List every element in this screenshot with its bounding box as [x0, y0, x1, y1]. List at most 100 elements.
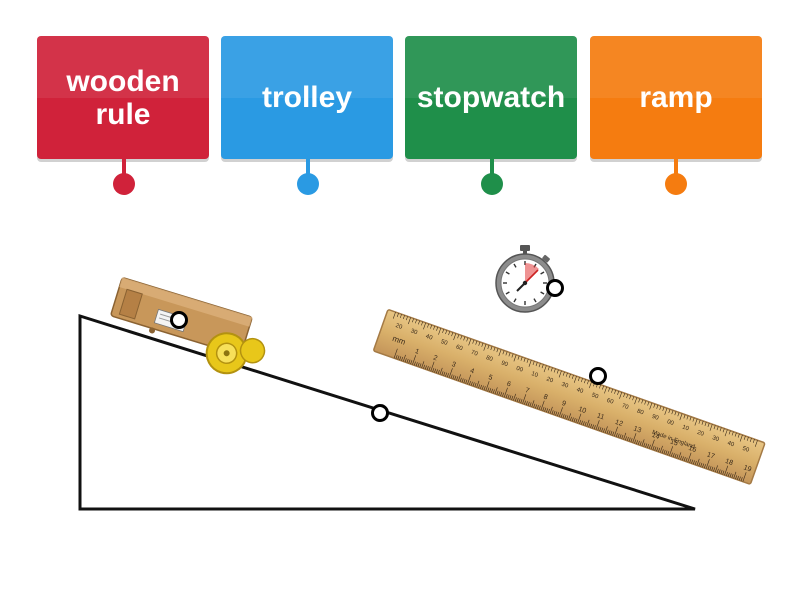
- ruler-tick: [719, 427, 722, 432]
- ruler-tick: [671, 410, 674, 415]
- label-card-trolley[interactable]: trolley: [221, 36, 393, 159]
- ruler-tick: [720, 470, 723, 475]
- drop-point-stopwatch[interactable]: [546, 279, 564, 297]
- ruler-tick: [619, 392, 623, 399]
- ruler-tick: [399, 356, 402, 361]
- ruler-tick: [564, 414, 567, 419]
- ruler-tick: [668, 409, 671, 414]
- connector-trolley: [306, 159, 310, 179]
- ruler-tick: [689, 458, 692, 463]
- ruler-tick: [401, 356, 404, 361]
- ruler-tick: [498, 391, 501, 396]
- ruler-tick: [716, 468, 719, 473]
- ruler-tick: [647, 444, 650, 449]
- drop-point-ramp[interactable]: [371, 404, 389, 422]
- ruler-tick: [505, 351, 508, 356]
- ruler-tick: [555, 411, 558, 416]
- ruler-tick: [679, 413, 683, 421]
- ruler-tick: [419, 363, 422, 368]
- ruler-tick: [752, 439, 755, 444]
- ruler-tick: [547, 408, 550, 413]
- ruler-tick: [551, 410, 554, 415]
- ruler-tick: [516, 397, 519, 402]
- ruler-top-number: 90: [651, 414, 660, 422]
- ruler-tick: [421, 321, 423, 326]
- ruler-tick: [749, 437, 752, 442]
- ruler-tick: [478, 384, 481, 389]
- ruler-tick: [529, 402, 532, 407]
- ruler-tick: [670, 452, 673, 457]
- ruler-tick: [619, 434, 622, 439]
- pin-trolley[interactable]: [297, 173, 319, 195]
- ruler-tick: [426, 366, 429, 370]
- ruler-tick: [621, 434, 624, 439]
- ruler-tick: [573, 376, 577, 383]
- ruler-tick: [685, 457, 688, 462]
- label-card-stopwatch[interactable]: stopwatch: [405, 36, 577, 159]
- dial-tick: [540, 271, 545, 275]
- ruler-tick: [550, 367, 553, 372]
- ruler-tick: [496, 348, 499, 353]
- ruler-tick: [566, 415, 569, 420]
- ruler-top-scale: 2030405060708090001020304050607080900010…: [392, 311, 758, 454]
- ruler-tick: [575, 418, 578, 423]
- ruler-tick: [511, 353, 514, 358]
- ruler-tick: [518, 398, 521, 403]
- ruler-tick: [625, 436, 627, 441]
- pin-wooden-rule[interactable]: [113, 173, 135, 195]
- ruler-top-number: 20: [696, 430, 705, 438]
- ruler-tick: [608, 387, 611, 392]
- ruler-tick: [661, 449, 664, 454]
- ruler-top-number: 20: [395, 323, 404, 331]
- ruler-tick: [743, 435, 746, 440]
- ruler-tick: [737, 433, 740, 438]
- ruler-tick: [677, 412, 680, 417]
- pin-stopwatch[interactable]: [481, 173, 503, 195]
- stopwatch-icon: [495, 245, 555, 313]
- ruler-tick: [742, 472, 747, 482]
- ruler-tick: [583, 379, 586, 384]
- drop-point-trolley[interactable]: [170, 311, 188, 329]
- label-card-ramp[interactable]: ramp: [590, 36, 762, 159]
- ruler-tick: [678, 452, 682, 460]
- ruler-tick: [538, 363, 541, 368]
- ruler-tick: [535, 404, 538, 409]
- ruler-tick: [472, 339, 475, 344]
- ruler-tick: [590, 423, 593, 428]
- ruler-bottom-number: 4: [469, 368, 475, 376]
- ruler-tick: [702, 463, 705, 468]
- ruler-tick: [669, 446, 674, 456]
- label-text-trolley: trolley: [261, 81, 353, 114]
- ruler-tick: [623, 432, 627, 440]
- ruler-tick: [436, 326, 439, 331]
- ruler-tick: [406, 358, 409, 363]
- ruler-tick: [683, 414, 686, 419]
- ruler-tick: [593, 425, 596, 430]
- ruler-tick: [722, 470, 725, 475]
- ruler-tick: [453, 333, 457, 341]
- ruler-tick: [599, 427, 602, 432]
- ruler-tick: [707, 465, 710, 470]
- label-card-wooden-rule[interactable]: wooden rule: [37, 36, 209, 159]
- ruler-tick: [469, 380, 471, 385]
- ruler-tick: [652, 445, 655, 450]
- ruler-tick: [568, 413, 572, 421]
- ruler-tick: [727, 472, 730, 477]
- pin-ramp[interactable]: [665, 173, 687, 195]
- ruler-tick: [580, 378, 583, 383]
- ruler-bottom-number: 9: [561, 400, 567, 408]
- ruler-tick: [644, 400, 647, 405]
- ruler-tick: [584, 421, 587, 426]
- ruler-tick: [724, 429, 728, 437]
- ruler-tick: [571, 417, 574, 422]
- ruler-tick: [472, 382, 475, 387]
- ruler-tick: [711, 466, 714, 471]
- ruler-tick: [447, 373, 449, 378]
- card-shine: [37, 36, 209, 98]
- drop-point-ruler[interactable]: [589, 367, 607, 385]
- ruler-tick: [700, 462, 703, 467]
- label-text-wooden-rule: wooden rule: [66, 64, 180, 131]
- ruler-tick: [509, 395, 512, 400]
- ruler-tick: [528, 360, 532, 367]
- ruler-top-number: 70: [621, 403, 630, 411]
